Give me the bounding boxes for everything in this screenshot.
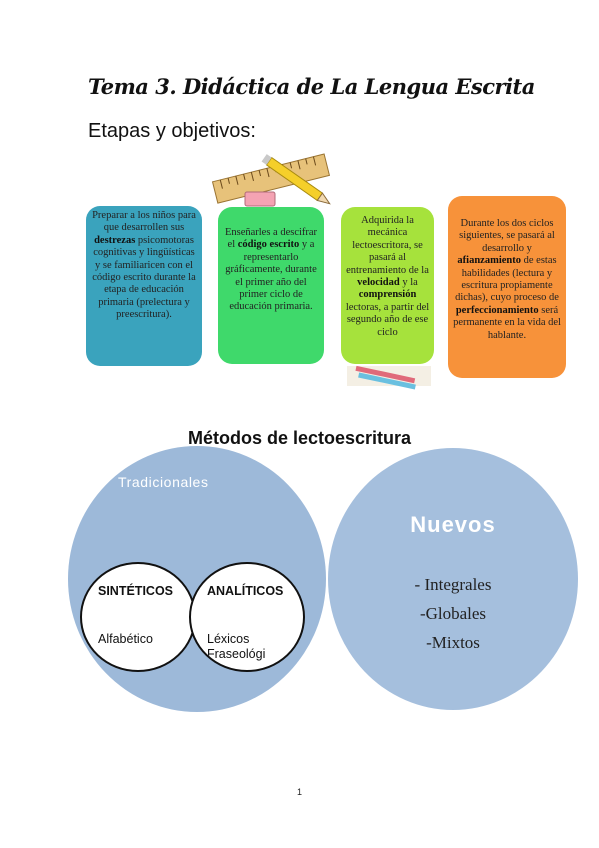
new-method-item: -Globales <box>419 604 487 623</box>
synthetic-methods-circle: SINTÉTICOS Alfabético <box>80 562 196 672</box>
page-number: 1 <box>296 787 302 797</box>
stage-box-2: Enseñarles a descifrar el código escrito… <box>218 207 324 364</box>
methods-title: Métodos de lectoescritura <box>187 428 412 448</box>
stage-text-emphasis: perfeccionamiento <box>455 304 539 316</box>
stage-text: será permanente en la vida del hablante. <box>453 304 561 341</box>
stage-text: Preparar a los niños para que desarrolle… <box>92 210 196 234</box>
stage-text: Adquirida la mecánica lectoescritora, se… <box>346 215 429 276</box>
synthetic-items: Alfabético <box>98 632 153 647</box>
stage-text-emphasis: comprensión <box>358 289 417 301</box>
stage-box-1: Preparar a los niños para que desarrolle… <box>86 206 202 366</box>
stage-text: Durante los dos ciclos siguientes, se pa… <box>459 218 555 254</box>
new-methods-label: Nuevos <box>410 512 496 537</box>
analytic-items: Léxicos Fraseológi <box>207 632 265 662</box>
analytic-methods-circle: ANALÍTICOS Léxicos Fraseológi <box>189 562 305 672</box>
analytic-item: Fraseológi <box>207 647 266 661</box>
stage-text-emphasis: destrezas <box>94 234 136 246</box>
document-title: Tema 3. Didáctica de La Lengua Escrita <box>88 74 535 99</box>
stage-text: y a representarlo gráficamente, durante … <box>225 239 317 313</box>
new-methods-list: - Integrales -Globales -Mixtos <box>328 570 578 657</box>
stage-text-emphasis: código escrito <box>237 239 300 251</box>
new-method-item: - Integrales <box>414 575 492 594</box>
pencils-illustration <box>347 365 431 390</box>
stage-box-4: Durante los dos ciclos siguientes, se pa… <box>448 196 566 378</box>
school-supplies-illustration <box>211 153 331 207</box>
stage-text: de estas habilidades (lectura y escritur… <box>455 255 559 304</box>
stage-text: Enseñarles a descifrar el <box>224 227 318 251</box>
analytic-title: ANALÍTICOS <box>207 584 284 598</box>
stage-text: y la <box>399 277 418 289</box>
stage-text: lectoras, a partir del segundo año de es… <box>345 301 430 338</box>
stage-text-emphasis: velocidad <box>357 277 400 289</box>
synthetic-item: Alfabético <box>98 632 153 646</box>
stage-text: psicomotoras cognitivas y lingüísticas y… <box>92 234 196 321</box>
section-subtitle: Etapas y objetivos: <box>88 120 256 142</box>
stage-text-emphasis: afianzamiento <box>457 255 521 267</box>
new-method-item: -Mixtos <box>426 633 480 652</box>
analytic-item: Léxicos <box>207 632 250 646</box>
new-methods-circle <box>328 448 578 710</box>
traditional-label: Tradicionales <box>118 474 209 490</box>
stage-box-3: Adquirida la mecánica lectoescritora, se… <box>341 207 434 364</box>
synthetic-title: SINTÉTICOS <box>98 584 174 598</box>
